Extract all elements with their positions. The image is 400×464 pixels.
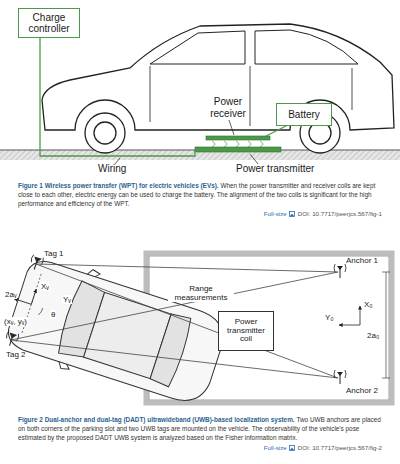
anchor-label: Anchor 1 (346, 256, 378, 265)
part-label: Power receiver (200, 96, 256, 119)
part-label: Wiring (98, 163, 126, 175)
axis-label: Y₀ (325, 313, 334, 322)
figure-caption: Figure 2Dual-anchor and dual-tag (DADT) … (18, 416, 382, 442)
figure-number: Figure 1 (18, 182, 43, 189)
link-text: Full-size (264, 444, 287, 451)
angle-label: θ (50, 310, 56, 319)
axis-label: Yᵥ (62, 295, 72, 304)
figure-links: Full-size DOI: 10.7717/peerjcs.567/fig-2 (264, 444, 382, 451)
caption-title: Wireless power transfer (WPT) for electr… (45, 182, 219, 189)
controller-box: Charge controller (18, 8, 80, 38)
link-text: Full-size (264, 210, 287, 217)
axis-label: Xᵥ (40, 282, 50, 291)
coil-box: Power transmitter coil (218, 311, 274, 351)
dimension-label: 2a₀ (366, 331, 380, 340)
tag-label: Tag 2 (6, 350, 26, 359)
tag-label: Tag 1 (44, 249, 64, 258)
wpt-parts (40, 38, 286, 164)
image-icon (289, 211, 295, 217)
position-label: (xᵥ, yᵥ) (3, 317, 28, 326)
doi-text: DOI: 10.7717/peerjcs.567/fig-1 (298, 210, 382, 217)
doi-text: DOI: 10.7717/peerjcs.567/fig-2 (298, 444, 382, 451)
dimension-label: 2aᵥ (4, 290, 17, 299)
box-text: Power transmitter coil (222, 318, 270, 345)
car-top (0, 249, 232, 413)
part-label: Power transmitter (236, 163, 314, 175)
range-lines (11, 264, 338, 378)
box-text: Charge controller (22, 12, 76, 34)
figure-number: Figure 2 (18, 416, 43, 423)
figure-caption: Figure 1Wireless power transfer (WPT) fo… (18, 182, 382, 208)
range-label: Range measurements (168, 284, 234, 302)
box-text: Battery (288, 109, 320, 120)
car-side (42, 24, 394, 153)
axis-label: X₀ (364, 300, 373, 309)
image-icon (289, 445, 295, 451)
anchors (334, 264, 390, 384)
anchor-label: Anchor 2 (346, 386, 378, 395)
figure-links: Full-size DOI: 10.7717/peerjcs.567/fig-1 (264, 210, 382, 217)
caption-title: Dual-anchor and dual-tag (DADT) ultrawid… (45, 416, 295, 423)
battery-box: Battery (276, 103, 332, 126)
